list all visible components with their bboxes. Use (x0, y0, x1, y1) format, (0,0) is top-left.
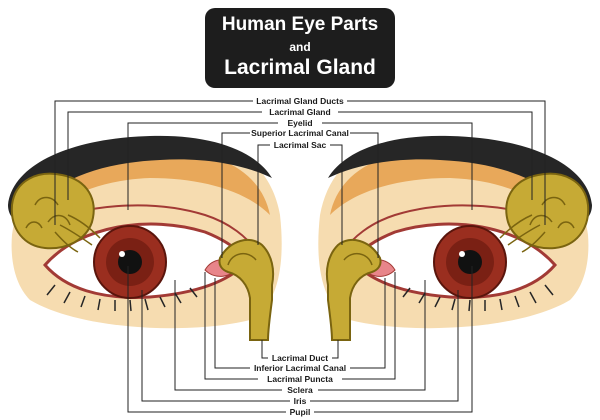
title-line-1: Human Eye Parts (221, 14, 379, 35)
label-superior-lacrimal-canal: Superior Lacrimal Canal (251, 128, 349, 138)
label-lacrimal-sac: Lacrimal Sac (274, 140, 327, 150)
label-inferior-lacrimal-canal: Inferior Lacrimal Canal (254, 363, 346, 373)
right-eyebrow (328, 135, 592, 222)
right-gland-ducts (499, 214, 546, 253)
left-lacrimal-sac (218, 238, 275, 341)
label-iris: Iris (294, 396, 307, 406)
left-eye (8, 135, 282, 341)
title-line-3: Lacrimal Gland (224, 56, 376, 79)
labels-bottom: Lacrimal Duct Inferior Lacrimal Canal La… (254, 353, 346, 417)
right-eye (318, 135, 592, 341)
label-lacrimal-puncta: Lacrimal Puncta (267, 374, 333, 384)
label-eyelid: Eyelid (287, 118, 312, 128)
label-sclera: Sclera (287, 385, 313, 395)
left-gland-ducts (54, 214, 101, 253)
left-pupil-highlight (119, 251, 125, 257)
labels-top: Lacrimal Gland Ducts Lacrimal Gland Eyel… (251, 96, 349, 150)
label-pupil: Pupil (290, 407, 311, 417)
right-lacrimal-gland (505, 172, 590, 250)
left-lower-lashes (46, 284, 198, 312)
right-lower-lashes (402, 284, 554, 312)
left-lacrimal-gland (10, 172, 95, 250)
label-lacrimal-gland-ducts: Lacrimal Gland Ducts (256, 96, 344, 106)
right-pupil-highlight (459, 251, 465, 257)
leader-lines (54, 100, 546, 413)
right-lacrimal-sac (325, 238, 382, 341)
label-lacrimal-gland: Lacrimal Gland (269, 107, 330, 117)
left-eyebrow (8, 135, 272, 222)
title-box: Human Eye Parts and Lacrimal Gland (205, 8, 395, 88)
title-line-2: and (289, 40, 311, 54)
label-lacrimal-duct: Lacrimal Duct (272, 353, 328, 363)
